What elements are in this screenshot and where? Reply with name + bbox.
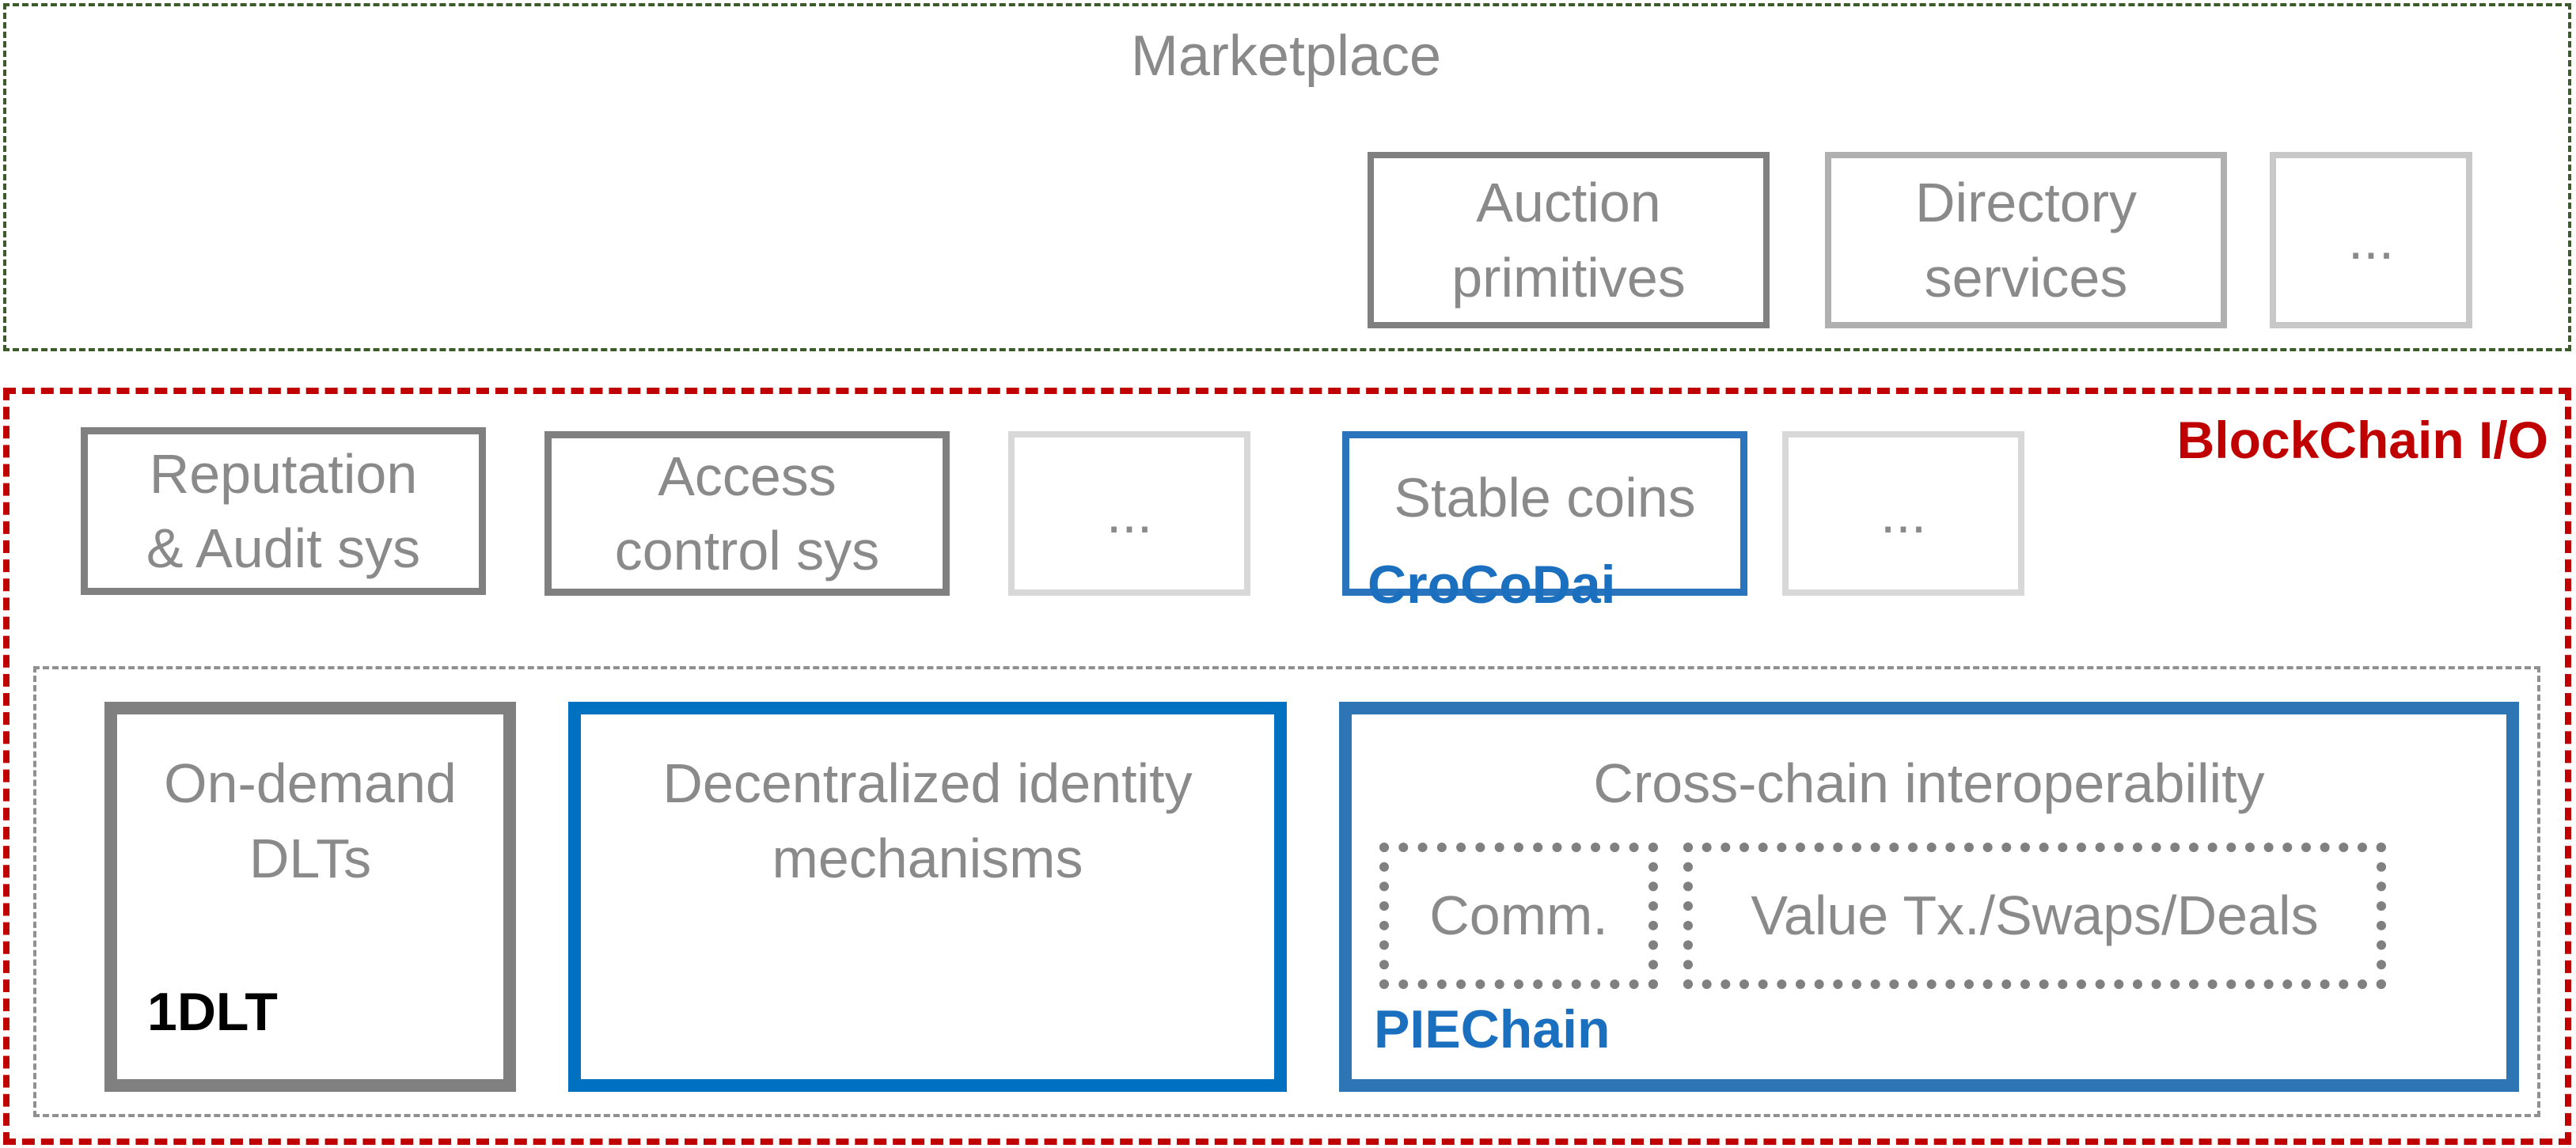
marketplace-more-label: ... — [2347, 209, 2395, 271]
on-demand-line1: On-demand — [164, 752, 457, 814]
blockchain-io-title: BlockChain I/O — [2176, 411, 2548, 469]
1dlt-project-label: 1DLT — [147, 982, 278, 1042]
decentralized-identity-box: Decentralized identity mechanisms — [568, 702, 1287, 1092]
marketplace-container — [3, 3, 2571, 351]
cross-chain-box: Cross-chain interoperability — [1339, 702, 2519, 1092]
access-control-line1: Access — [658, 445, 837, 507]
decentralized-identity-line2: mechanisms — [772, 827, 1083, 889]
access-control-line2: control sys — [614, 520, 880, 582]
marketplace-more-box: ... — [2270, 152, 2472, 328]
stable-coins-box: Stable coins — [1342, 431, 1747, 596]
value-tx-label: Value Tx./Swaps/Deals — [1751, 885, 2319, 947]
top-more-box-1: ... — [1008, 431, 1250, 596]
directory-services-line2: services — [1924, 246, 2128, 309]
cross-chain-label: Cross-chain interoperability — [1593, 752, 2265, 814]
top-more-label-1: ... — [1106, 482, 1153, 544]
comm-box: Comm. — [1379, 843, 1658, 989]
crocodai-project-label: CroCoDai — [1368, 555, 1616, 615]
piechain-project-label: PIEChain — [1374, 999, 1610, 1059]
directory-services-line1: Directory — [1914, 172, 2138, 233]
value-tx-box: Value Tx./Swaps/Deals — [1683, 843, 2386, 989]
access-control-box: Access control sys — [544, 431, 950, 596]
top-more-label-2: ... — [1880, 482, 1927, 544]
marketplace-title: Marketplace — [1130, 25, 1442, 88]
on-demand-dlts-box: On-demand DLTs — [104, 702, 516, 1092]
stable-coins-label: Stable coins — [1394, 467, 1696, 529]
decentralized-identity-line1: Decentralized identity — [662, 752, 1193, 814]
core-layer-container — [33, 666, 2540, 1117]
top-more-box-2: ... — [1782, 431, 2024, 596]
reputation-audit-box: Reputation & Audit sys — [81, 427, 486, 595]
blockchain-io-container — [3, 388, 2571, 1145]
auction-primitives-box: Auction primitives — [1368, 152, 1770, 328]
auction-primitives-line1: Auction — [1476, 172, 1661, 233]
directory-services-box: Directory services — [1825, 152, 2227, 328]
reputation-audit-line1: Reputation — [149, 442, 418, 505]
reputation-audit-line2: & Audit sys — [146, 517, 421, 579]
comm-label: Comm. — [1429, 885, 1608, 947]
on-demand-line2: DLTs — [248, 827, 372, 889]
auction-primitives-line2: primitives — [1451, 246, 1686, 309]
